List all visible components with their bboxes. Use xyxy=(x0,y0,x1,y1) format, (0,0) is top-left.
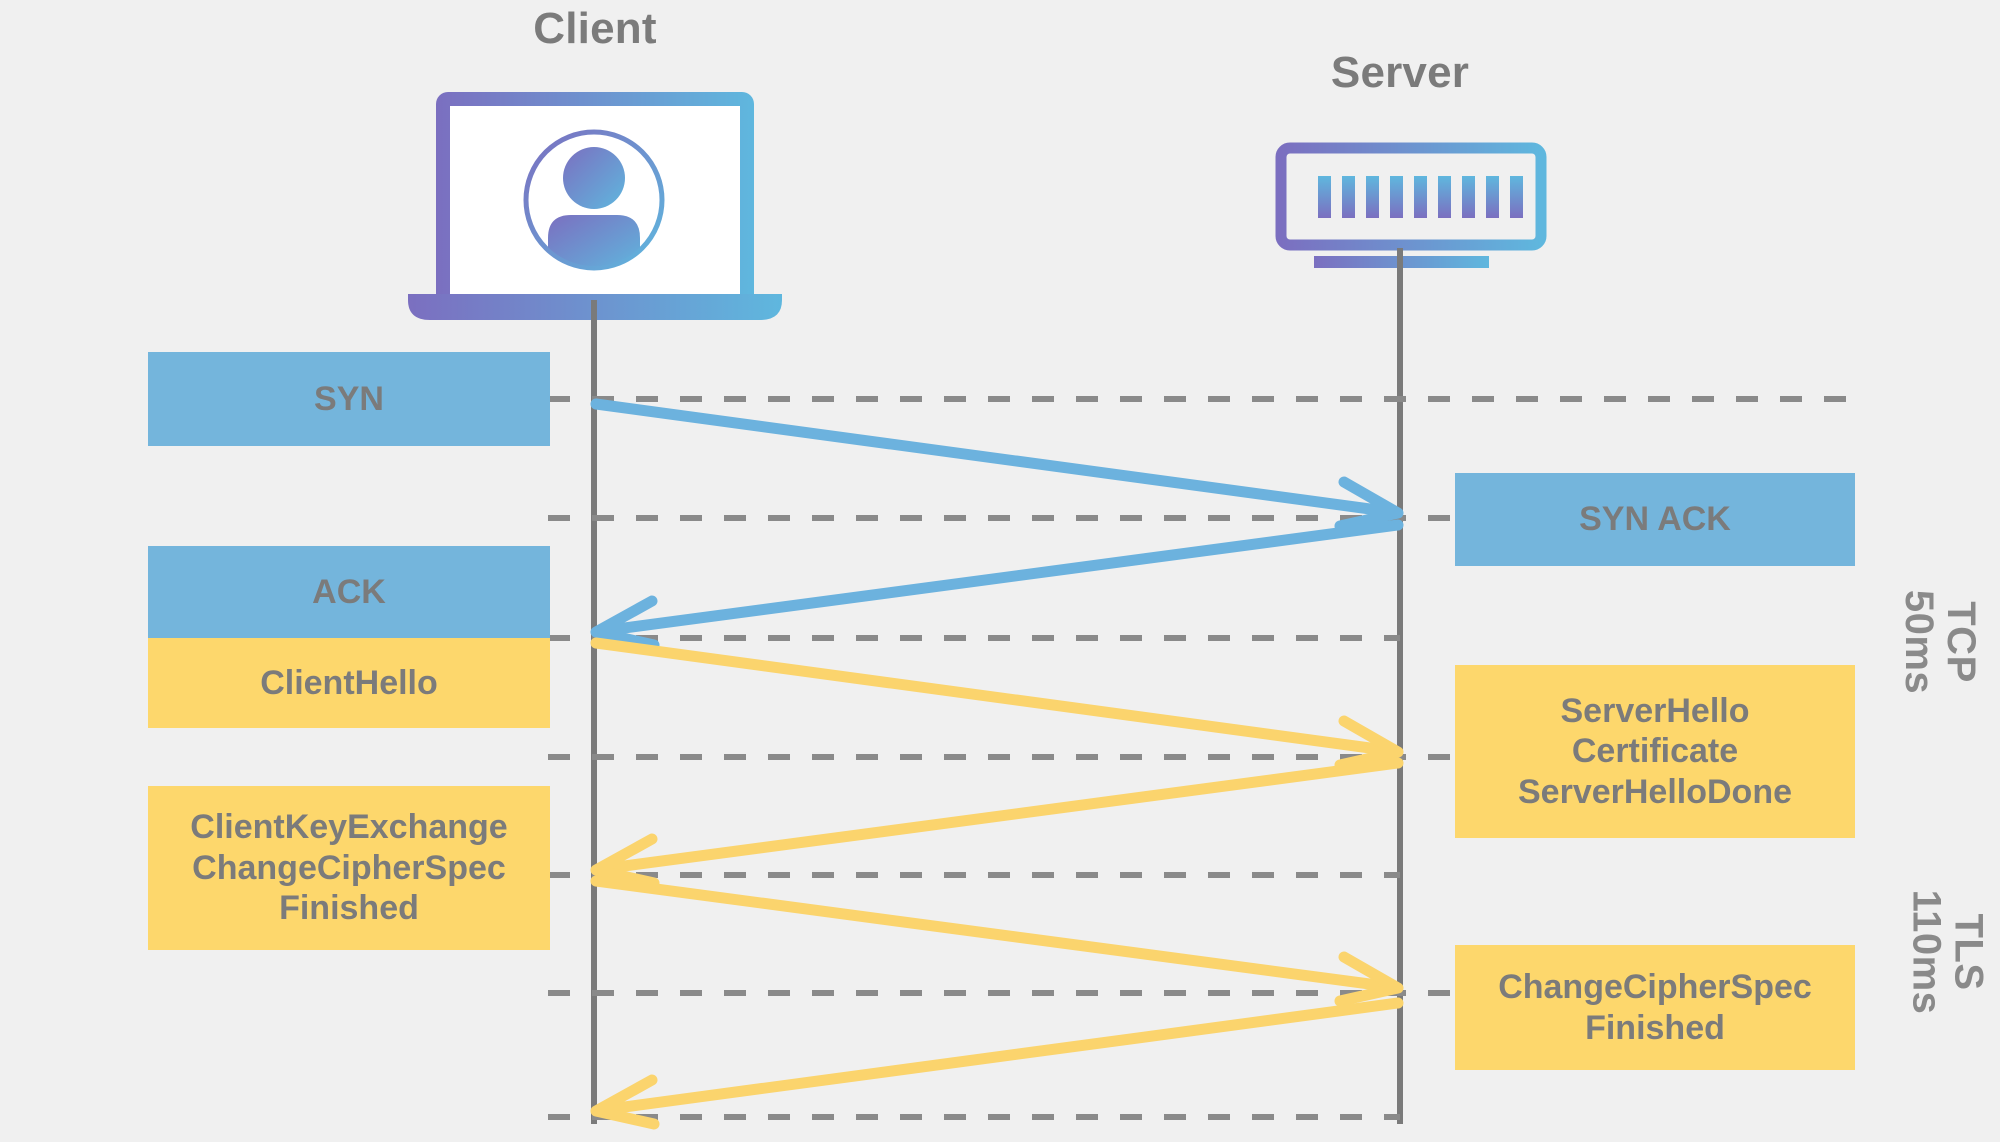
server-message-server-finished: ChangeCipherSpec Finished xyxy=(1455,945,1855,1070)
arrow-server-hello xyxy=(590,757,1404,889)
client-message-client-key-exchange: ClientKeyExchange ChangeCipherSpec Finis… xyxy=(148,786,550,950)
client-message-ack: ACK xyxy=(148,546,550,638)
server-title: Server xyxy=(1330,48,1470,97)
client-message-client-hello: ClientHello xyxy=(148,638,550,728)
server-rack-icon xyxy=(1275,142,1547,268)
laptop-user-icon xyxy=(408,92,782,320)
arrow-syn-ack xyxy=(590,519,1404,651)
phase-label-tcp: TCP 50ms xyxy=(1897,589,1983,695)
phase-label-tls: TLS 110ms xyxy=(1904,889,1991,1015)
client-title: Client xyxy=(533,4,657,53)
server-message-syn-ack: SYN ACK xyxy=(1455,473,1855,566)
arrow-syn xyxy=(590,398,1404,532)
client-message-syn: SYN xyxy=(148,352,550,446)
arrow-client-hello xyxy=(590,637,1404,771)
arrow-server-finished xyxy=(590,997,1404,1130)
server-message-server-hello: ServerHello Certificate ServerHelloDone xyxy=(1455,665,1855,838)
arrow-client-key-exchange xyxy=(590,875,1404,1007)
dashed-rules xyxy=(548,396,1855,1120)
